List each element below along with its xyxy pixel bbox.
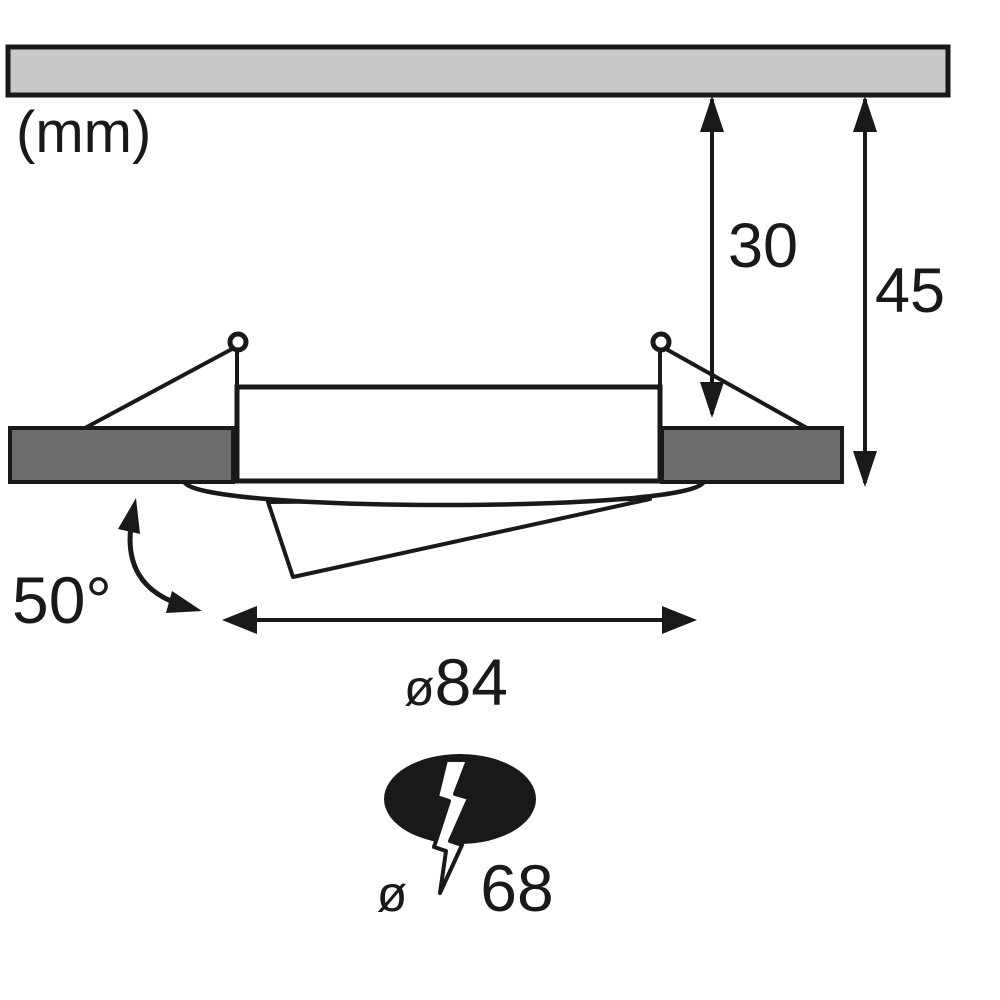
trim-flange-right [660, 426, 844, 484]
tilt-angle-annotation: 50° [12, 498, 202, 637]
trim-flange-left [8, 426, 235, 484]
ceiling-panel [5, 44, 951, 98]
diameter-84-label: ø84 [404, 645, 508, 719]
cutout-diameter-symbol: ø [377, 866, 408, 922]
arrowhead-left-icon [222, 606, 257, 634]
diameter-value: 84 [435, 645, 508, 719]
arrowhead-up-icon [118, 498, 140, 534]
clip-spring-line [84, 347, 233, 430]
mounting-clip-left [84, 331, 249, 430]
clip-pivot-icon [650, 331, 672, 353]
housing-body [234, 384, 663, 484]
arrowhead-up-icon [700, 96, 724, 132]
arrowhead-right-icon [662, 606, 697, 634]
lightning-bolt-icon [432, 758, 471, 895]
arrowhead-right-icon [166, 591, 202, 613]
clip-pivot-icon [227, 331, 249, 353]
clip-spring-line [665, 347, 808, 430]
outer-diameter-annotation: ø84 [222, 606, 697, 719]
tilted-lamp-outline [266, 497, 652, 579]
dimension-30: 30 [700, 96, 798, 418]
arrowhead-up-icon [853, 96, 877, 132]
mounting-clip-right [650, 331, 808, 430]
dimension-45: 45 [853, 96, 945, 487]
cutout-diameter-value: 68 [480, 851, 553, 925]
arrowhead-down-icon [853, 451, 877, 487]
diameter-symbol: ø [404, 660, 435, 716]
cutout-annotation: ø 68 [377, 754, 554, 925]
lamp-bezel-arc [181, 478, 707, 508]
tilt-angle-label: 50° [12, 563, 112, 637]
dimension-30-label: 30 [728, 211, 798, 281]
arrowhead-down-icon [700, 382, 724, 418]
unit-label: (mm) [16, 100, 151, 165]
drawing-root: (mm) 30 45 [5, 44, 951, 925]
dimension-45-label: 45 [875, 256, 945, 326]
